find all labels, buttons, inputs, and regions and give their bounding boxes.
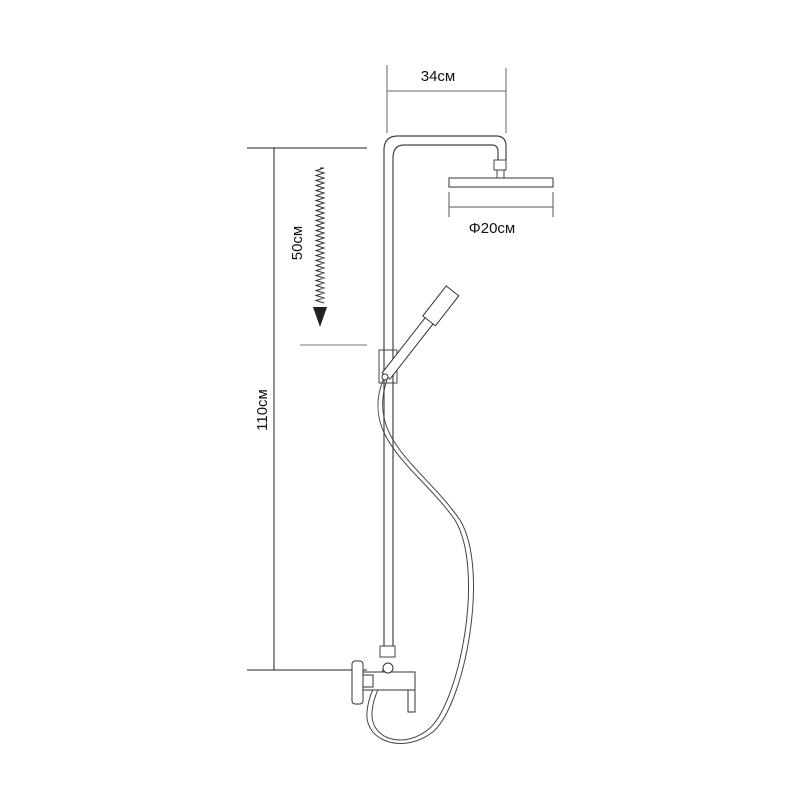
head-diameter-label: Φ20см: [469, 220, 515, 237]
hand-shower: [381, 285, 460, 380]
total-height-label: 110см: [254, 389, 271, 431]
adjust-range-label: 50см: [289, 226, 306, 261]
head-neck: [496, 169, 505, 179]
mixer-valve: [351, 660, 416, 713]
dimension-110cm: [247, 147, 367, 671]
shower-hose: [366, 379, 475, 744]
rain-shower-head: [448, 177, 554, 188]
dimension-head-diameter: [448, 192, 554, 217]
arm-width-label: 34см: [421, 68, 456, 85]
dimension-50cm: [300, 167, 367, 346]
riser-pipe: [383, 135, 507, 646]
head-connector: [493, 159, 507, 171]
dimension-34cm: [386, 65, 507, 133]
hose-connector-top: [381, 373, 389, 381]
pipe-connector-bottom: [379, 645, 396, 658]
